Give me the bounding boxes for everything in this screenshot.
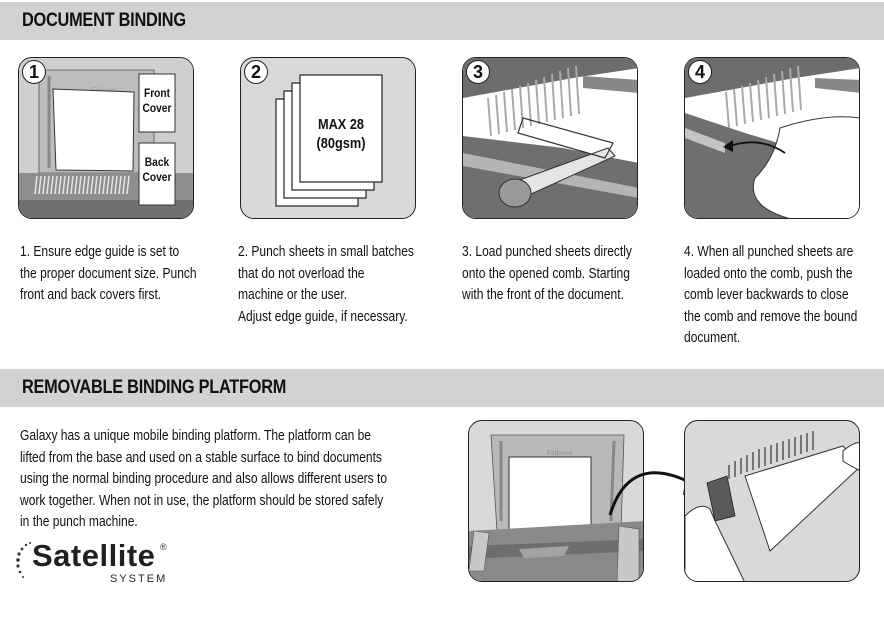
svg-text:Fellowes: Fellowes: [90, 86, 117, 94]
step-2-instruction: 2. Punch sheets in small batches that do…: [238, 244, 414, 325]
step-4-illustration: 4: [684, 57, 860, 219]
registered-mark: ®: [160, 542, 167, 552]
binding-machine-illustration: Fellowes: [19, 58, 193, 218]
step-number-badge: 3: [466, 60, 490, 84]
orbit-dots-icon: [16, 542, 31, 578]
logo-wordmark: Satellite: [32, 538, 156, 573]
platform-in-hands-illustration: [684, 420, 860, 582]
hand-pushing-lever-illustration: [685, 58, 859, 218]
step-number-badge: 4: [688, 60, 712, 84]
step-2-illustration: 2 MAX 28 (80gsm): [240, 57, 416, 219]
step-number-badge: 2: [244, 60, 268, 84]
step-4-instruction: 4. When all punched sheets are loaded on…: [684, 244, 858, 346]
section-title: REMOVABLE BINDING PLATFORM: [22, 377, 287, 398]
section-header-document-binding: DOCUMENT BINDING: [0, 2, 884, 40]
svg-text:Fellowes: Fellowes: [546, 449, 573, 457]
paper-stack-illustration: [275, 74, 383, 207]
front-cover-label: Front Cover: [142, 86, 172, 115]
step-number-badge: 1: [22, 60, 46, 84]
platform-description: Galaxy has a unique mobile binding platf…: [20, 428, 388, 530]
back-cover-label: Back Cover: [142, 155, 172, 184]
section-title: DOCUMENT BINDING: [22, 10, 186, 31]
satellite-system-logo: Satellite ® SYSTEM: [14, 538, 184, 593]
platform-in-machine-illustration: Fellowes: [468, 420, 644, 582]
section-header-removable-platform: REMOVABLE BINDING PLATFORM: [0, 369, 884, 407]
step-1-illustration: 1 Fellowes Front Cover Back Cover: [18, 57, 194, 219]
logo-subtitle: SYSTEM: [110, 573, 168, 585]
comb-lever-illustration: [463, 58, 637, 218]
platform-hands-illustration: [685, 431, 859, 581]
step-3-instruction: 3. Load punched sheets directly onto the…: [462, 244, 632, 303]
step-3-illustration: 3: [462, 57, 638, 219]
max-sheets-label: MAX 28 (80gsm): [316, 116, 366, 152]
step-1-instruction: 1. Ensure edge guide is set to the prope…: [20, 244, 197, 303]
